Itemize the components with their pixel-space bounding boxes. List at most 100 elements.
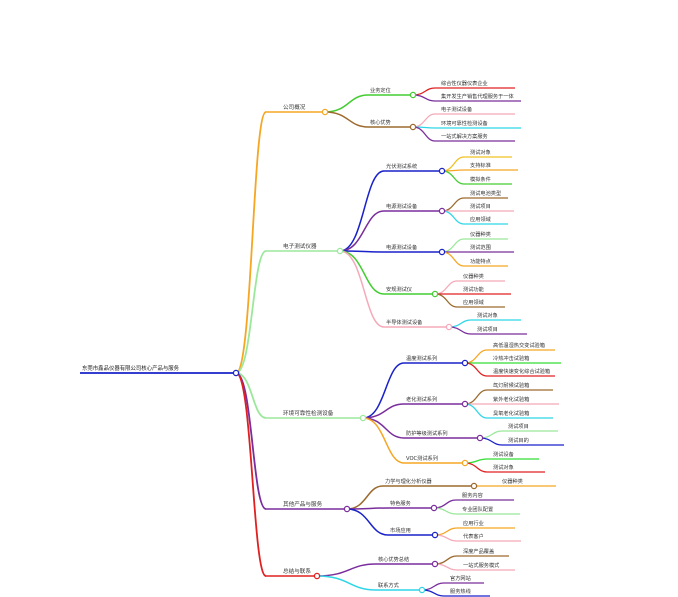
leaf-label: 代表客户: [463, 532, 484, 540]
topic-connector: [339, 250, 385, 295]
topic-connector: [324, 111, 369, 128]
leaf-label: 测试设备: [493, 450, 515, 458]
topic-connector: [324, 94, 369, 113]
leaf-label: 深度产品覆盖: [463, 547, 494, 555]
leaf-label: 测试目的: [508, 436, 529, 444]
leaf-connector: [434, 534, 458, 542]
leaf-connector: [464, 389, 488, 405]
topic-node[interactable]: [470, 482, 478, 490]
leaf-label: 温度快速变化综合试验箱: [493, 367, 550, 375]
leaf-label: 测试项目: [470, 202, 491, 210]
topic-label: 力学与理化分析仪器: [385, 477, 433, 485]
topic-node[interactable]: [438, 167, 446, 175]
leaf-connector: [433, 499, 457, 509]
leaf-label: 服务热线: [450, 587, 471, 595]
leaf-label: 电子测试设备: [441, 105, 473, 113]
topic-label: 核心优势: [370, 118, 391, 126]
topic-label: 半导体测试设备: [386, 318, 423, 326]
leaf-connector: [441, 170, 465, 185]
topic-node[interactable]: [461, 459, 469, 467]
topic-node[interactable]: [409, 123, 417, 131]
leaf-connector: [433, 507, 457, 515]
root-label: 东莞市鑫品仪器有限公司核心产品与服务: [82, 364, 180, 372]
branch-node[interactable]: [336, 247, 344, 255]
topic-connector: [346, 508, 389, 536]
leaf-connector: [421, 589, 445, 597]
branch-connector: [235, 372, 267, 577]
leaf-label: 臭氧老化试验箱: [493, 409, 529, 417]
leaf-connector: [441, 238, 465, 253]
leaf-label: 紫外老化试验箱: [493, 395, 529, 403]
topic-node[interactable]: [461, 400, 469, 408]
branch-node[interactable]: [321, 108, 329, 116]
leaf-label: 氙灯耐候试验箱: [493, 381, 529, 389]
leaf-connector: [434, 280, 458, 295]
topic-label: 业务定位: [370, 86, 391, 94]
leaf-connector: [441, 197, 465, 212]
leaf-label: 仪器种类: [502, 477, 523, 485]
topic-node[interactable]: [438, 207, 446, 215]
topic-node[interactable]: [430, 504, 438, 512]
leaf-connector: [479, 437, 503, 446]
leaf-label: 测试功能: [463, 285, 484, 293]
topic-connector: [339, 250, 385, 328]
leaf-label: 一站式服务模式: [463, 561, 500, 569]
topic-connector: [339, 170, 385, 252]
branch-node[interactable]: [343, 505, 351, 513]
topic-label: VOC测试系列: [406, 454, 438, 462]
leaf-label: 测试对象: [493, 463, 514, 471]
topic-label: 市场应用: [390, 526, 411, 534]
leaf-connector: [441, 156, 465, 172]
leaf-label: 仪器种类: [463, 272, 484, 280]
leaf-label: 服务内容: [462, 491, 483, 499]
leaf-label: 测试对象: [477, 311, 498, 319]
topic-node[interactable]: [431, 290, 439, 298]
topic-node[interactable]: [445, 323, 453, 331]
leaf-connector: [448, 319, 472, 328]
leaf-label: 官方网站: [450, 574, 471, 582]
topic-connector: [362, 417, 405, 464]
leaf-connector: [441, 251, 465, 267]
leaf-connector: [434, 527, 458, 536]
topic-connector: [362, 403, 405, 419]
branch-label: 公司概况: [283, 103, 306, 111]
root-node[interactable]: [232, 369, 240, 377]
leaf-label: 模拟条件: [470, 175, 491, 183]
topic-label: 电源测试设备: [386, 243, 418, 251]
leaf-label: 应用领域: [470, 215, 491, 223]
branch-label: 电子测试仪器: [283, 242, 317, 250]
branch-label: 其他产品与服务: [283, 500, 323, 508]
topic-node[interactable]: [431, 560, 439, 568]
branch-node[interactable]: [359, 414, 367, 422]
leaf-connector: [464, 362, 488, 377]
topic-node[interactable]: [409, 91, 417, 99]
leaf-connector: [421, 582, 445, 591]
topic-node[interactable]: [461, 359, 469, 367]
topic-label: 联系方式: [378, 581, 400, 589]
leaf-connector: [412, 87, 436, 96]
topic-node[interactable]: [418, 586, 426, 594]
topic-node[interactable]: [438, 248, 446, 256]
leaf-connector: [479, 430, 503, 439]
leaf-connector: [434, 563, 458, 571]
topic-label: 温度测试系列: [406, 354, 437, 362]
leaf-label: 支持标准: [470, 161, 491, 169]
topic-label: 电源测试设备: [386, 202, 418, 210]
branch-label: 环境可靠性检测设备: [283, 409, 334, 417]
topic-label: 安规测试仪: [386, 285, 412, 293]
topic-node[interactable]: [431, 531, 439, 539]
leaf-connector: [412, 126, 436, 142]
topic-label: 光伏测试系统: [386, 162, 417, 170]
topic-node[interactable]: [476, 434, 484, 442]
branch-node[interactable]: [313, 572, 321, 580]
topic-label: 防护等级测试系列: [406, 429, 448, 437]
leaf-connector: [441, 210, 465, 225]
leaf-connector: [434, 293, 458, 308]
leaf-connector: [464, 403, 488, 419]
leaf-label: 专业团队配置: [462, 505, 493, 513]
topic-connector: [362, 417, 405, 439]
leaf-label: 冷热冲击试验箱: [493, 354, 529, 362]
leaf-connector: [434, 555, 458, 565]
